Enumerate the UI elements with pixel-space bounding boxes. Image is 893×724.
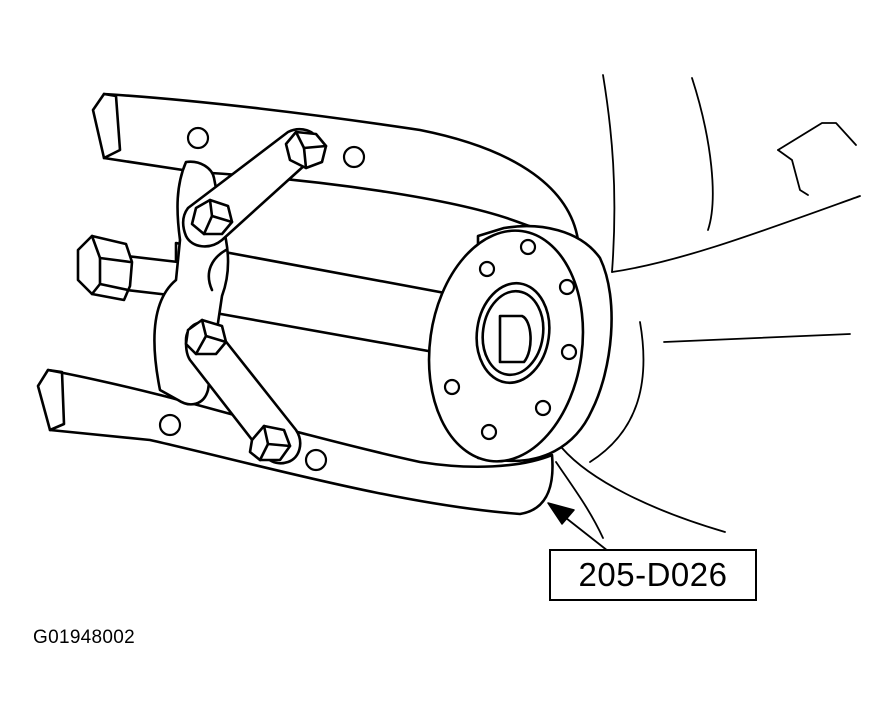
lower-link [184,318,302,465]
figure-id: G01948002 [33,627,136,648]
upper-link [181,128,328,248]
bolt-hole [534,399,552,417]
jaw-hole [186,126,210,150]
bolt-hole [558,278,576,296]
upper-jaw [91,92,580,242]
jaw-hole [158,413,182,437]
housing-outline [555,74,861,539]
bolt-hole [560,343,578,361]
bolt-hole [443,378,461,396]
bolt-hole [478,260,496,278]
callout-leader [547,502,609,552]
tool-number-callout: 205-D026 [549,549,757,601]
bolt-hole [480,423,498,441]
jaw-hole [342,145,366,169]
jaw-hole [304,448,328,472]
bolt-hole [519,238,537,256]
tool-number-label: 205-D026 [578,556,728,593]
pulley [427,224,613,463]
